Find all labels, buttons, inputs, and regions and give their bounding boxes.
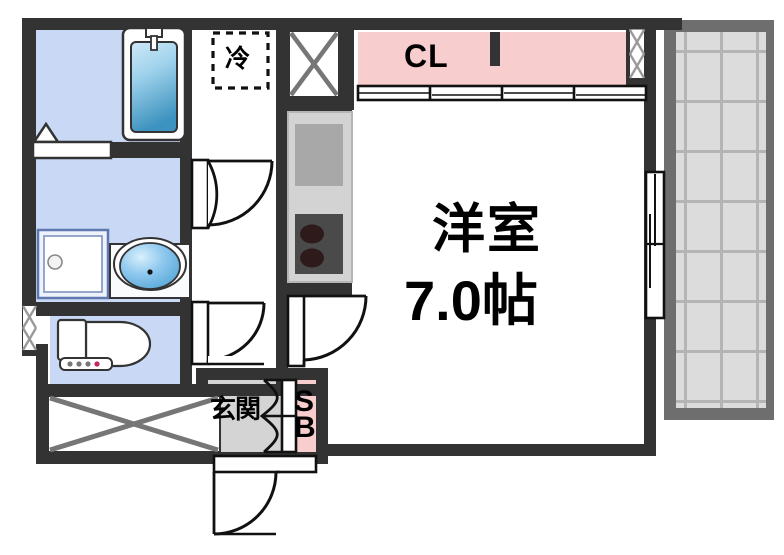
refrigerator-space-icon [211, 31, 270, 90]
room-name-label: 洋室 [432, 200, 542, 259]
closet-sliding-doors[interactable] [356, 84, 648, 102]
upper-cabinet-void-icon [288, 30, 340, 98]
entrance-label: 玄関 [210, 394, 261, 424]
closet-label: CL [404, 38, 449, 74]
shoe-box-label-line1: S [294, 385, 315, 418]
washing-machine-icon [36, 228, 110, 300]
closet-window-icon [628, 29, 646, 79]
genkan-inner-door[interactable] [259, 378, 298, 454]
closet-fill [358, 32, 646, 86]
kitchen-unit [287, 111, 353, 283]
entrance-door[interactable] [212, 454, 318, 536]
balcony-sliding-window-icon[interactable] [644, 170, 666, 320]
lower-left-void-icon [47, 395, 221, 453]
balcony-area [664, 20, 774, 420]
bath-sliding-door[interactable] [31, 121, 113, 160]
kitchen-room-door[interactable] [286, 294, 368, 368]
room-size-label: 7.0帖 [404, 269, 538, 332]
vanity-basin-icon [109, 237, 191, 299]
left-wall-window-icon [21, 305, 38, 351]
bathtub-icon [121, 26, 187, 142]
washroom-door[interactable] [190, 158, 274, 230]
toilet-door[interactable] [190, 300, 266, 366]
shoe-box-label-line2: B [294, 411, 316, 444]
kitchen-sink-icon [295, 124, 343, 186]
refrigerator-label: 冷 [225, 45, 251, 73]
toilet-icon [56, 318, 152, 371]
